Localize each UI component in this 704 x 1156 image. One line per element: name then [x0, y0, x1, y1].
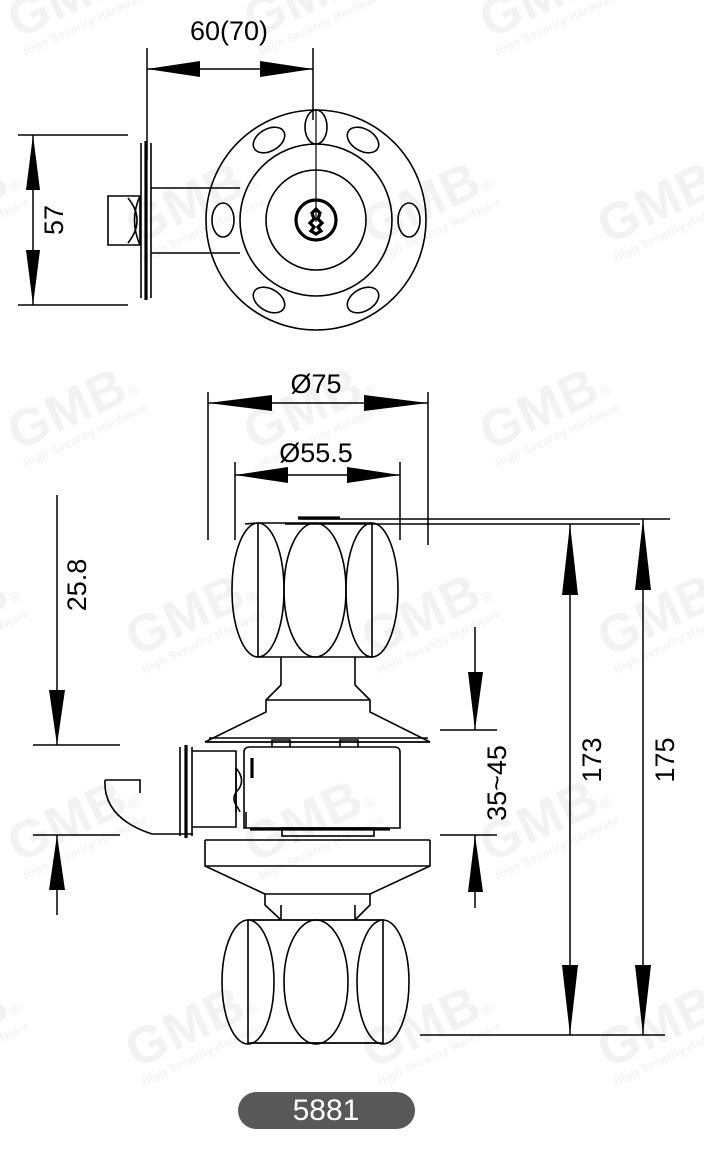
backplate	[140, 141, 152, 300]
label-173: 173	[577, 737, 607, 782]
label-d75: Ø75	[290, 369, 341, 399]
lower-knob	[221, 919, 410, 1045]
label-175: 175	[650, 737, 680, 782]
dimension-175	[300, 518, 670, 1036]
lower-rose-cone	[204, 839, 431, 921]
top-view-group	[18, 48, 427, 331]
lower-neck	[280, 905, 356, 920]
upper-rose-cone	[204, 684, 431, 743]
upper-neck	[280, 657, 356, 685]
dimension-3545	[440, 627, 497, 908]
dimension-60-70	[146, 48, 314, 160]
label-60-70: 60(70)	[190, 16, 268, 46]
dimension-258	[33, 495, 120, 915]
dimension-57	[18, 134, 128, 306]
model-badge[interactable]: 5881	[238, 1092, 415, 1129]
dimension-d555	[234, 462, 401, 540]
upper-knob	[231, 516, 399, 658]
label-d555: Ø55.5	[279, 438, 353, 468]
dimension-labels: 60(70) 57 Ø75 Ø55.5 25.8 35~45 173 175	[39, 16, 680, 821]
label-57: 57	[39, 205, 69, 235]
latch-bolt	[107, 195, 141, 246]
dimension-d75	[207, 392, 429, 545]
dimension-173	[285, 523, 640, 1035]
side-view-group	[104, 516, 431, 1045]
model-badge-label: 5881	[293, 1094, 360, 1127]
side-view-dimensions	[33, 392, 670, 1036]
model-badge-background	[238, 1092, 415, 1129]
label-25-8: 25.8	[62, 559, 92, 612]
side-spindle	[104, 745, 243, 838]
keyhole-icon	[307, 206, 325, 236]
spindle-tube	[151, 187, 240, 254]
label-35-45: 35~45	[482, 745, 512, 821]
lock-body	[243, 739, 401, 837]
